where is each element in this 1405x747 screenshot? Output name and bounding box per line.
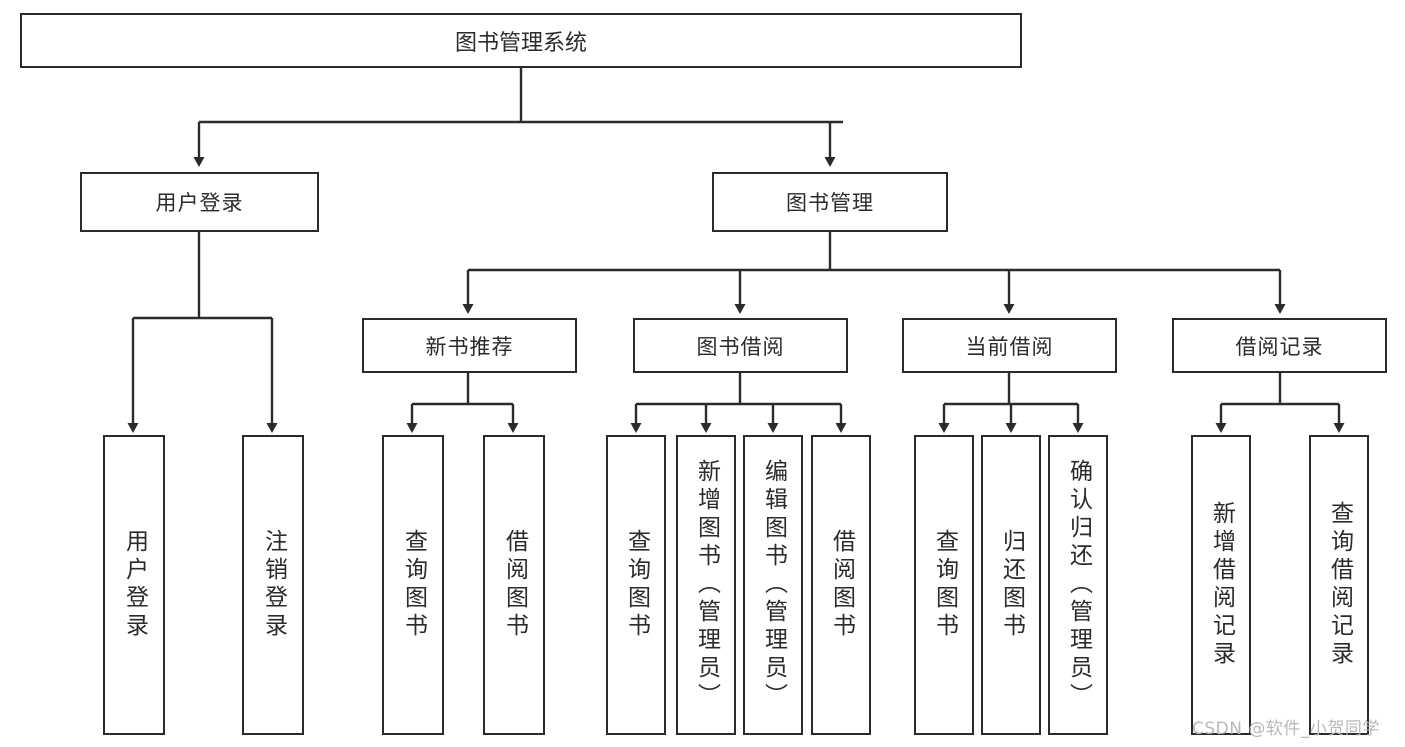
node-user-login[interactable]: 用户登录 bbox=[80, 172, 319, 232]
leaf-query-book-recommend[interactable]: 查询图书 bbox=[382, 435, 444, 735]
node-current-borrow[interactable]: 当前借阅 bbox=[902, 318, 1117, 373]
leaf-query-book-borrow[interactable]: 查询图书 bbox=[606, 435, 666, 735]
node-label: 确认归还（管理员） bbox=[1065, 459, 1092, 711]
node-label: 查询借阅记录 bbox=[1326, 501, 1353, 669]
node-label: 借阅记录 bbox=[1235, 334, 1324, 359]
node-label: 借阅图书 bbox=[828, 529, 855, 641]
leaf-query-borrow-record[interactable]: 查询借阅记录 bbox=[1309, 435, 1369, 735]
leaf-edit-book-admin[interactable]: 编辑图书（管理员） bbox=[743, 435, 803, 735]
node-book-borrow[interactable]: 图书借阅 bbox=[633, 318, 848, 373]
node-label: 当前借阅 bbox=[965, 334, 1054, 359]
node-label: 归还图书 bbox=[998, 529, 1025, 641]
node-label: 查询图书 bbox=[931, 529, 958, 641]
leaf-add-borrow-record[interactable]: 新增借阅记录 bbox=[1191, 435, 1251, 735]
leaf-return-book[interactable]: 归还图书 bbox=[981, 435, 1041, 735]
node-book-management[interactable]: 图书管理 bbox=[712, 172, 948, 232]
node-label: 图书借阅 bbox=[696, 334, 785, 359]
node-label: 新书推荐 bbox=[425, 334, 514, 359]
node-label: 图书管理系统 bbox=[454, 30, 587, 56]
node-label: 图书管理 bbox=[786, 191, 874, 215]
leaf-borrow-book-recommend[interactable]: 借阅图书 bbox=[483, 435, 545, 735]
node-label: 用户登录 bbox=[121, 529, 148, 641]
leaf-add-book-admin[interactable]: 新增图书（管理员） bbox=[676, 435, 736, 735]
node-borrow-record[interactable]: 借阅记录 bbox=[1172, 318, 1387, 373]
node-root-book-management-system[interactable]: 图书管理系统 bbox=[20, 13, 1022, 68]
node-label: 新增借阅记录 bbox=[1208, 501, 1235, 669]
node-label: 查询图书 bbox=[623, 529, 650, 641]
node-label: 编辑图书（管理员） bbox=[760, 459, 787, 711]
leaf-logout-login[interactable]: 注销登录 bbox=[242, 435, 304, 735]
leaf-query-book-current[interactable]: 查询图书 bbox=[914, 435, 974, 735]
node-label: 注销登录 bbox=[260, 529, 287, 641]
node-label: 借阅图书 bbox=[501, 529, 528, 641]
leaf-borrow-book-borrow[interactable]: 借阅图书 bbox=[811, 435, 871, 735]
leaf-confirm-return-admin[interactable]: 确认归还（管理员） bbox=[1048, 435, 1108, 735]
leaf-user-login[interactable]: 用户登录 bbox=[103, 435, 165, 735]
node-label: 新增图书（管理员） bbox=[693, 459, 720, 711]
node-new-book-recommend[interactable]: 新书推荐 bbox=[362, 318, 577, 373]
node-label: 用户登录 bbox=[155, 191, 244, 215]
node-label: 查询图书 bbox=[400, 529, 427, 641]
csdn-watermark: CSDN @软件_小贺同学 bbox=[1192, 719, 1380, 739]
